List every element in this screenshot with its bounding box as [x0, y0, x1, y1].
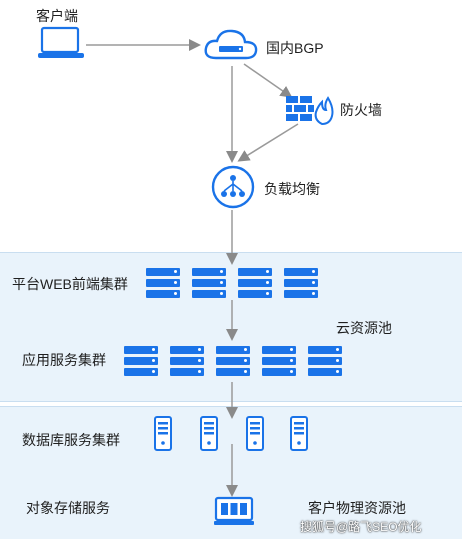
web-cluster-label: 平台WEB前端集群 [12, 276, 128, 292]
app-server-icon [170, 346, 204, 376]
web-server-icon [192, 268, 226, 298]
db-server-icon [246, 416, 264, 451]
cloud-pool-title: 云资源池 [336, 320, 392, 336]
bgp-label: 国内BGP [266, 40, 324, 56]
db-server-icon [154, 416, 172, 451]
firewall-icon [286, 96, 334, 126]
app-server-icon [216, 346, 250, 376]
web-server-icon [284, 268, 318, 298]
cloud-resource-pool-panel [0, 252, 462, 402]
load-balancer-icon [211, 165, 255, 209]
edge-bgp-firewall [243, 63, 293, 98]
laptop-icon [38, 26, 84, 58]
db-server-icon [290, 416, 308, 451]
app-server-icon [262, 346, 296, 376]
app-server-icon [308, 346, 342, 376]
cloud-icon [204, 29, 258, 60]
object-storage-label: 对象存储服务 [26, 500, 110, 516]
app-server-icon [124, 346, 158, 376]
db-cluster-label: 数据库服务集群 [22, 432, 120, 448]
watermark-text: 搜狐号@路飞SEO优化 [300, 520, 422, 534]
web-server-icon [238, 268, 272, 298]
client-label: 客户端 [36, 8, 78, 24]
load-balancer-label: 负载均衡 [264, 181, 320, 197]
db-server-icon [200, 416, 218, 451]
firewall-label: 防火墙 [340, 102, 382, 118]
physical-pool-title: 客户物理资源池 [308, 500, 406, 516]
app-cluster-label: 应用服务集群 [22, 352, 106, 368]
storage-icon [214, 496, 254, 525]
web-server-icon [146, 268, 180, 298]
edge-firewall-lb [237, 123, 299, 162]
